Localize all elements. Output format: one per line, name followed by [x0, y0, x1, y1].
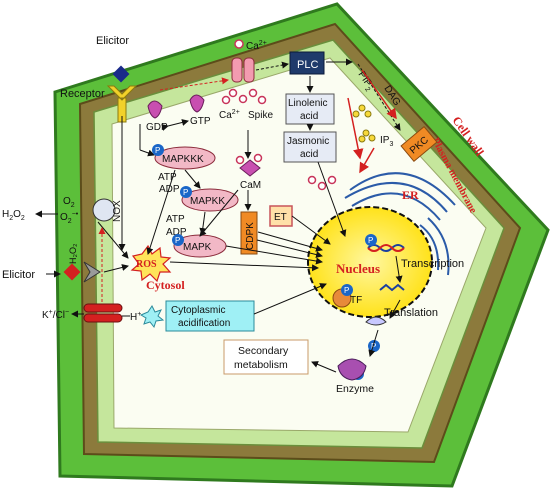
calcium-channel-icon: [231, 57, 255, 83]
h-plus-label: H+: [130, 311, 141, 323]
translation-label: Translation: [384, 307, 438, 319]
secondary-line2: metabolism: [234, 359, 288, 371]
o2-label: O2: [63, 196, 75, 209]
mapkkk-node: [154, 146, 216, 170]
adp-label-1: ADP: [159, 184, 180, 195]
elicitor-left-icon: [63, 263, 81, 281]
ca2-spike-label: Ca2+: [219, 109, 240, 121]
ros-burst: [130, 244, 172, 283]
enzyme-label: Enzyme: [336, 383, 374, 395]
transcription-label: Transcription: [401, 258, 464, 270]
receptor-icon: [106, 85, 138, 123]
jasmonic-line1: Jasmonic: [287, 136, 329, 147]
elicitor-top-icon: [112, 65, 130, 83]
secondary-metabolism-box: [223, 339, 309, 375]
cdpk-box: [240, 211, 258, 255]
atp-label-1: ATP: [158, 172, 177, 183]
cyto-acid-line2: acidification: [178, 318, 230, 329]
h2o2-vertical-label: H₂O₂: [68, 243, 78, 264]
enzyme-icon: [337, 358, 367, 381]
mapk-label: MAPK: [183, 242, 212, 253]
cyto-acid-line1: Cytoplasmic: [171, 305, 225, 316]
cdpk-label: CDPK: [245, 222, 256, 250]
g-protein-right-icon: [189, 94, 205, 113]
svg-text:P: P: [155, 146, 160, 155]
svg-text:P: P: [368, 236, 373, 245]
h2o2-left-label: H2O2: [2, 209, 25, 222]
pkc-box: [400, 125, 438, 163]
cytosol-label: Cytosol: [146, 278, 185, 292]
nucleus-label: Nucleus: [336, 261, 380, 276]
linolenic-acid-box: [285, 93, 335, 125]
er-label: ER: [402, 188, 419, 202]
mapkkk-label: MAPKKK: [162, 154, 204, 165]
elicitor-left-label: Elicitor: [2, 269, 35, 281]
cam-label: CaM: [240, 180, 261, 191]
mapkk-node: [181, 188, 239, 212]
nox-label: NOX: [112, 200, 123, 222]
linolenic-line1: Linolenic: [288, 98, 327, 109]
et-label: ET: [274, 212, 287, 223]
adp-label-2: ADP: [166, 227, 187, 238]
ip3-molecule-icon: [352, 104, 376, 143]
svg-text:P: P: [344, 286, 349, 295]
nox-icon: [92, 198, 116, 222]
ion-channel-icon: [83, 303, 123, 323]
ros-label: ROS: [136, 259, 157, 270]
plc-label: PLC: [297, 59, 318, 71]
elicitor-top-label: Elicitor: [96, 35, 129, 47]
receptor-left-icon: [83, 261, 101, 283]
linolenic-line2: acid: [300, 111, 318, 122]
tf-label: TF: [350, 295, 362, 306]
jasmonic-line2: acid: [300, 149, 318, 160]
plc-box: [289, 51, 325, 75]
proton-burst-icon: [139, 305, 165, 329]
gtp-label: GTP: [190, 116, 211, 127]
ip3-label: IP3: [380, 135, 393, 148]
mapkk-label: MAPKK: [190, 196, 225, 207]
ca2-top-label: Ca2+: [246, 40, 267, 52]
svg-text:P: P: [175, 236, 180, 245]
cyto-acid-box: [165, 300, 255, 332]
atp-label-2: ATP: [166, 214, 185, 225]
o2-radical-label: O2−•: [60, 211, 79, 225]
cam-icon: [239, 159, 261, 177]
ribosome-icon: [365, 316, 387, 326]
secondary-line1: Secondary: [238, 345, 289, 357]
jasmonic-acid-box: [283, 131, 337, 163]
mrna-strand-icon: [379, 283, 405, 292]
gdp-label: GDP: [146, 122, 168, 133]
g-protein-left-icon: [147, 100, 163, 119]
spike-label: Spike: [248, 110, 273, 121]
calcium-ions-icon: [221, 88, 337, 191]
k-cl-label: K+/Cl−: [42, 309, 69, 321]
receptor-label: Receptor: [60, 88, 105, 100]
svg-text:P: P: [371, 342, 376, 351]
svg-text:P: P: [183, 188, 188, 197]
